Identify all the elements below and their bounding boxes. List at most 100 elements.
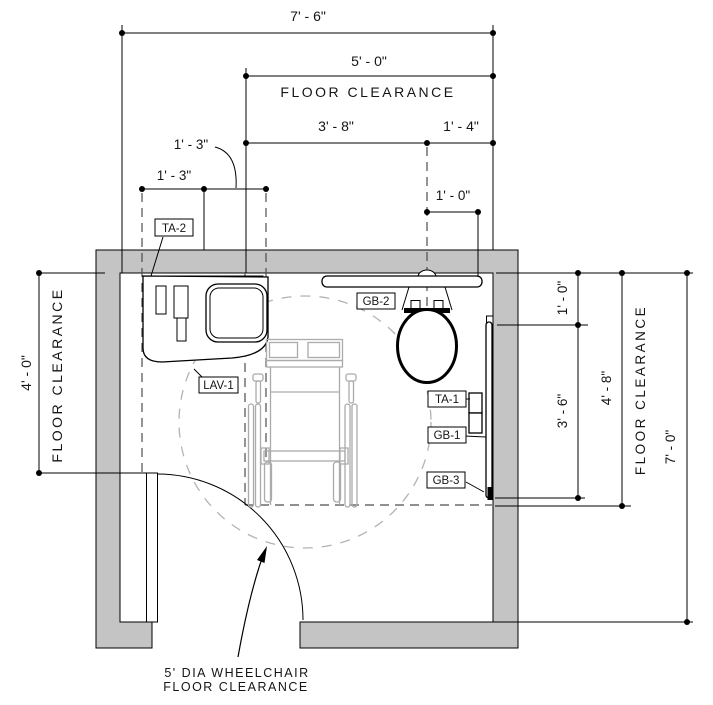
dimension-texts: 7' - 6" 5' - 0" FLOOR CLEARANCE 3' - 8" … [157, 8, 479, 203]
tag-box-ta1 [427, 390, 467, 408]
toilet-bowl [396, 308, 458, 384]
wheelchair-clearance-note: 5' DIA WHEELCHAIR FLOOR CLEARANCE [163, 546, 309, 694]
wheelchair-backrest-panel-left [268, 341, 299, 359]
tag-leader-gb3 [465, 481, 485, 493]
dim-text-7-0-right: 7' - 0" [663, 430, 678, 465]
tag-leader-lav1 [193, 368, 203, 378]
note-arrowhead [257, 546, 267, 563]
wall-outline [95, 249, 519, 649]
rear-grab-bar [321, 275, 483, 288]
dim-text-1-3-upper: 1' - 3" [174, 137, 209, 152]
tag-box-gb3 [426, 471, 466, 489]
door-leaf [146, 472, 158, 623]
tag-ta1: TA-1 [435, 394, 459, 406]
dim-tick [36, 470, 42, 476]
walls [95, 249, 519, 649]
dim-tick [263, 186, 269, 192]
towel-dispenser [173, 285, 189, 319]
side-grab-bar-bottom-bracket [487, 487, 493, 500]
tag-box-lav1 [198, 376, 239, 394]
grab-bars [321, 275, 494, 500]
dim-text-5-0: 5' - 0" [351, 53, 387, 69]
extension-lines [39, 25, 693, 623]
dim-tick [490, 73, 496, 79]
wheelchair-cross-frame [265, 359, 344, 368]
dim-tick [243, 73, 249, 79]
soap-dispenser [155, 285, 167, 315]
dim-text-3-6-right: 3' - 6" [555, 394, 570, 429]
toilet-tank-side-right [444, 286, 453, 311]
dim-tick [575, 495, 581, 501]
wheelchair-caster-right [332, 461, 342, 503]
wheelchair-armrest-left-stem [255, 380, 262, 404]
dim-tick [119, 30, 125, 36]
wheelchair-armrest-right [345, 373, 357, 382]
tag-leader-gb1 [463, 435, 487, 438]
toilet-paper-dispenser-lower [468, 412, 483, 434]
dim-text-1-3-lower: 1' - 3" [157, 168, 192, 183]
tag-lav1: LAV-1 [203, 380, 233, 392]
dim-tick [243, 140, 249, 146]
tag-box-ta2 [154, 218, 194, 237]
dim-tick [139, 186, 145, 192]
wheelchair-wheel-left-outer [247, 403, 255, 508]
side-grab-bar [485, 321, 493, 499]
dim-tick [575, 322, 581, 328]
dim-tick [490, 140, 496, 146]
lavatory [142, 275, 269, 363]
dim-leader-1-3 [214, 146, 237, 189]
tag-box-gb2 [356, 292, 396, 310]
fixture-tags: TA-2 LAV-1 GB-2 TA-1 GB-1 GB-3 [150, 218, 487, 493]
dim-text-1-0-right: 1' - 0" [555, 281, 570, 316]
tag-box-gb1 [427, 426, 467, 444]
dim-tick [475, 209, 481, 215]
note-leader-curve [237, 549, 266, 658]
wheelchair-wheel-left-inner [254, 403, 262, 508]
dim-tick [424, 209, 430, 215]
wheelchair-armrest-left [252, 373, 264, 382]
wheelchair-caster-left [263, 461, 273, 503]
wheelchair-armrest-right-stem [348, 380, 355, 404]
wheelchair [247, 338, 358, 508]
note-line1: 5' DIA WHEELCHAIR [164, 666, 309, 680]
door [146, 472, 304, 623]
dim-tick [619, 270, 625, 276]
dim-tick [490, 30, 496, 36]
dim-text-1-0-top: 1' - 0" [436, 188, 471, 203]
door-swing-arc [156, 473, 304, 621]
dim-text-3-8: 3' - 8" [318, 118, 354, 134]
wheelchair-wheel-right-outer [351, 403, 358, 508]
note-line2: FLOOR CLEARANCE [163, 680, 308, 694]
dim-caption-floor-clearance-right: FLOOR CLEARANCE [633, 305, 648, 475]
tag-leader-ta2 [150, 236, 164, 277]
towel-dispenser-chute [176, 317, 187, 342]
dimension-texts-vertical: 4' - 0" FLOOR CLEARANCE 1' - 0" 3' - 6" … [18, 281, 678, 476]
dim-text-7-6: 7' - 6" [290, 8, 326, 24]
wheelchair-clearance-circle [178, 295, 432, 549]
toilet-tank-side-left [401, 286, 410, 311]
tag-gb1: GB-1 [434, 430, 461, 442]
toilet [396, 269, 458, 384]
dim-tick [684, 270, 690, 276]
wheelchair-backrest-panel-right [307, 341, 341, 359]
wheelchair-footrest-bar [263, 450, 346, 462]
dim-tick [684, 619, 690, 625]
dim-caption-floor-clearance-left: FLOOR CLEARANCE [49, 287, 65, 462]
dim-tick [424, 140, 430, 146]
dim-text-4-0-left: 4' - 0" [18, 355, 34, 391]
dim-text-1-4: 1' - 4" [443, 118, 479, 134]
toilet-paper-dispenser-upper [468, 392, 483, 414]
wheelchair-footrest-cap-right [339, 447, 349, 465]
dim-tick [36, 270, 42, 276]
dimension-ticks [36, 30, 690, 625]
dim-caption-floor-clearance-top: FLOOR CLEARANCE [280, 84, 455, 100]
tag-gb2: GB-2 [363, 296, 390, 308]
sink-basin-inner [209, 287, 264, 339]
dim-tick [619, 503, 625, 509]
dim-tick [201, 186, 207, 192]
tag-gb3: GB-3 [433, 475, 460, 487]
dim-tick [575, 270, 581, 276]
dim-text-4-8-right: 4' - 8" [599, 371, 614, 406]
